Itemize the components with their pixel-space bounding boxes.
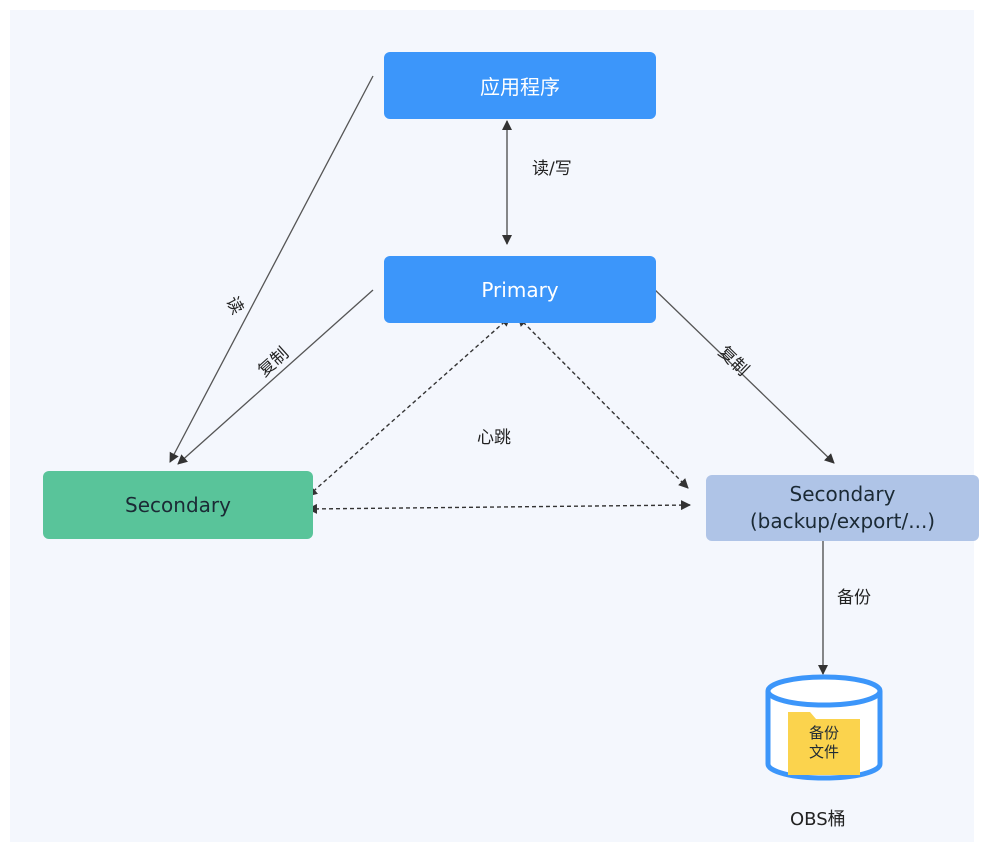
primary-label: Primary bbox=[481, 277, 559, 302]
read-write-label: 读/写 bbox=[532, 159, 572, 179]
primary-node: Primary bbox=[384, 256, 656, 323]
backup-label: 备份 bbox=[837, 588, 871, 608]
application-label: 应用程序 bbox=[480, 75, 560, 99]
secondary-right-node: Secondary (backup/export/...) bbox=[706, 475, 979, 541]
backup-folder-icon bbox=[788, 712, 860, 775]
heartbeat-right-arrow bbox=[517, 316, 689, 489]
heartbeat-bottom-arrow bbox=[307, 500, 691, 514]
heartbeat-label: 心跳 bbox=[477, 428, 511, 448]
secondary-left-node: Secondary bbox=[43, 471, 313, 539]
read-arrow bbox=[169, 75, 374, 463]
backup-file-line1: 备份 bbox=[808, 724, 839, 742]
obs-bucket-label: OBS桶 bbox=[790, 809, 846, 830]
heartbeat-left-arrow bbox=[307, 316, 511, 497]
diagram-canvas: 应用程序 Primary Secondary Secondary (backup… bbox=[10, 10, 979, 842]
connectors bbox=[169, 75, 883, 781]
secondary-right-sublabel: (backup/export/...) bbox=[749, 509, 936, 533]
secondary-left-label: Secondary bbox=[125, 493, 231, 517]
backup-file-text: 备份 文件 bbox=[788, 724, 860, 762]
secondary-right-label: Secondary bbox=[789, 482, 896, 506]
replicate-left-arrow bbox=[177, 289, 374, 465]
application-node: 应用程序 bbox=[384, 52, 656, 119]
backup-file-line2: 文件 bbox=[808, 742, 839, 761]
